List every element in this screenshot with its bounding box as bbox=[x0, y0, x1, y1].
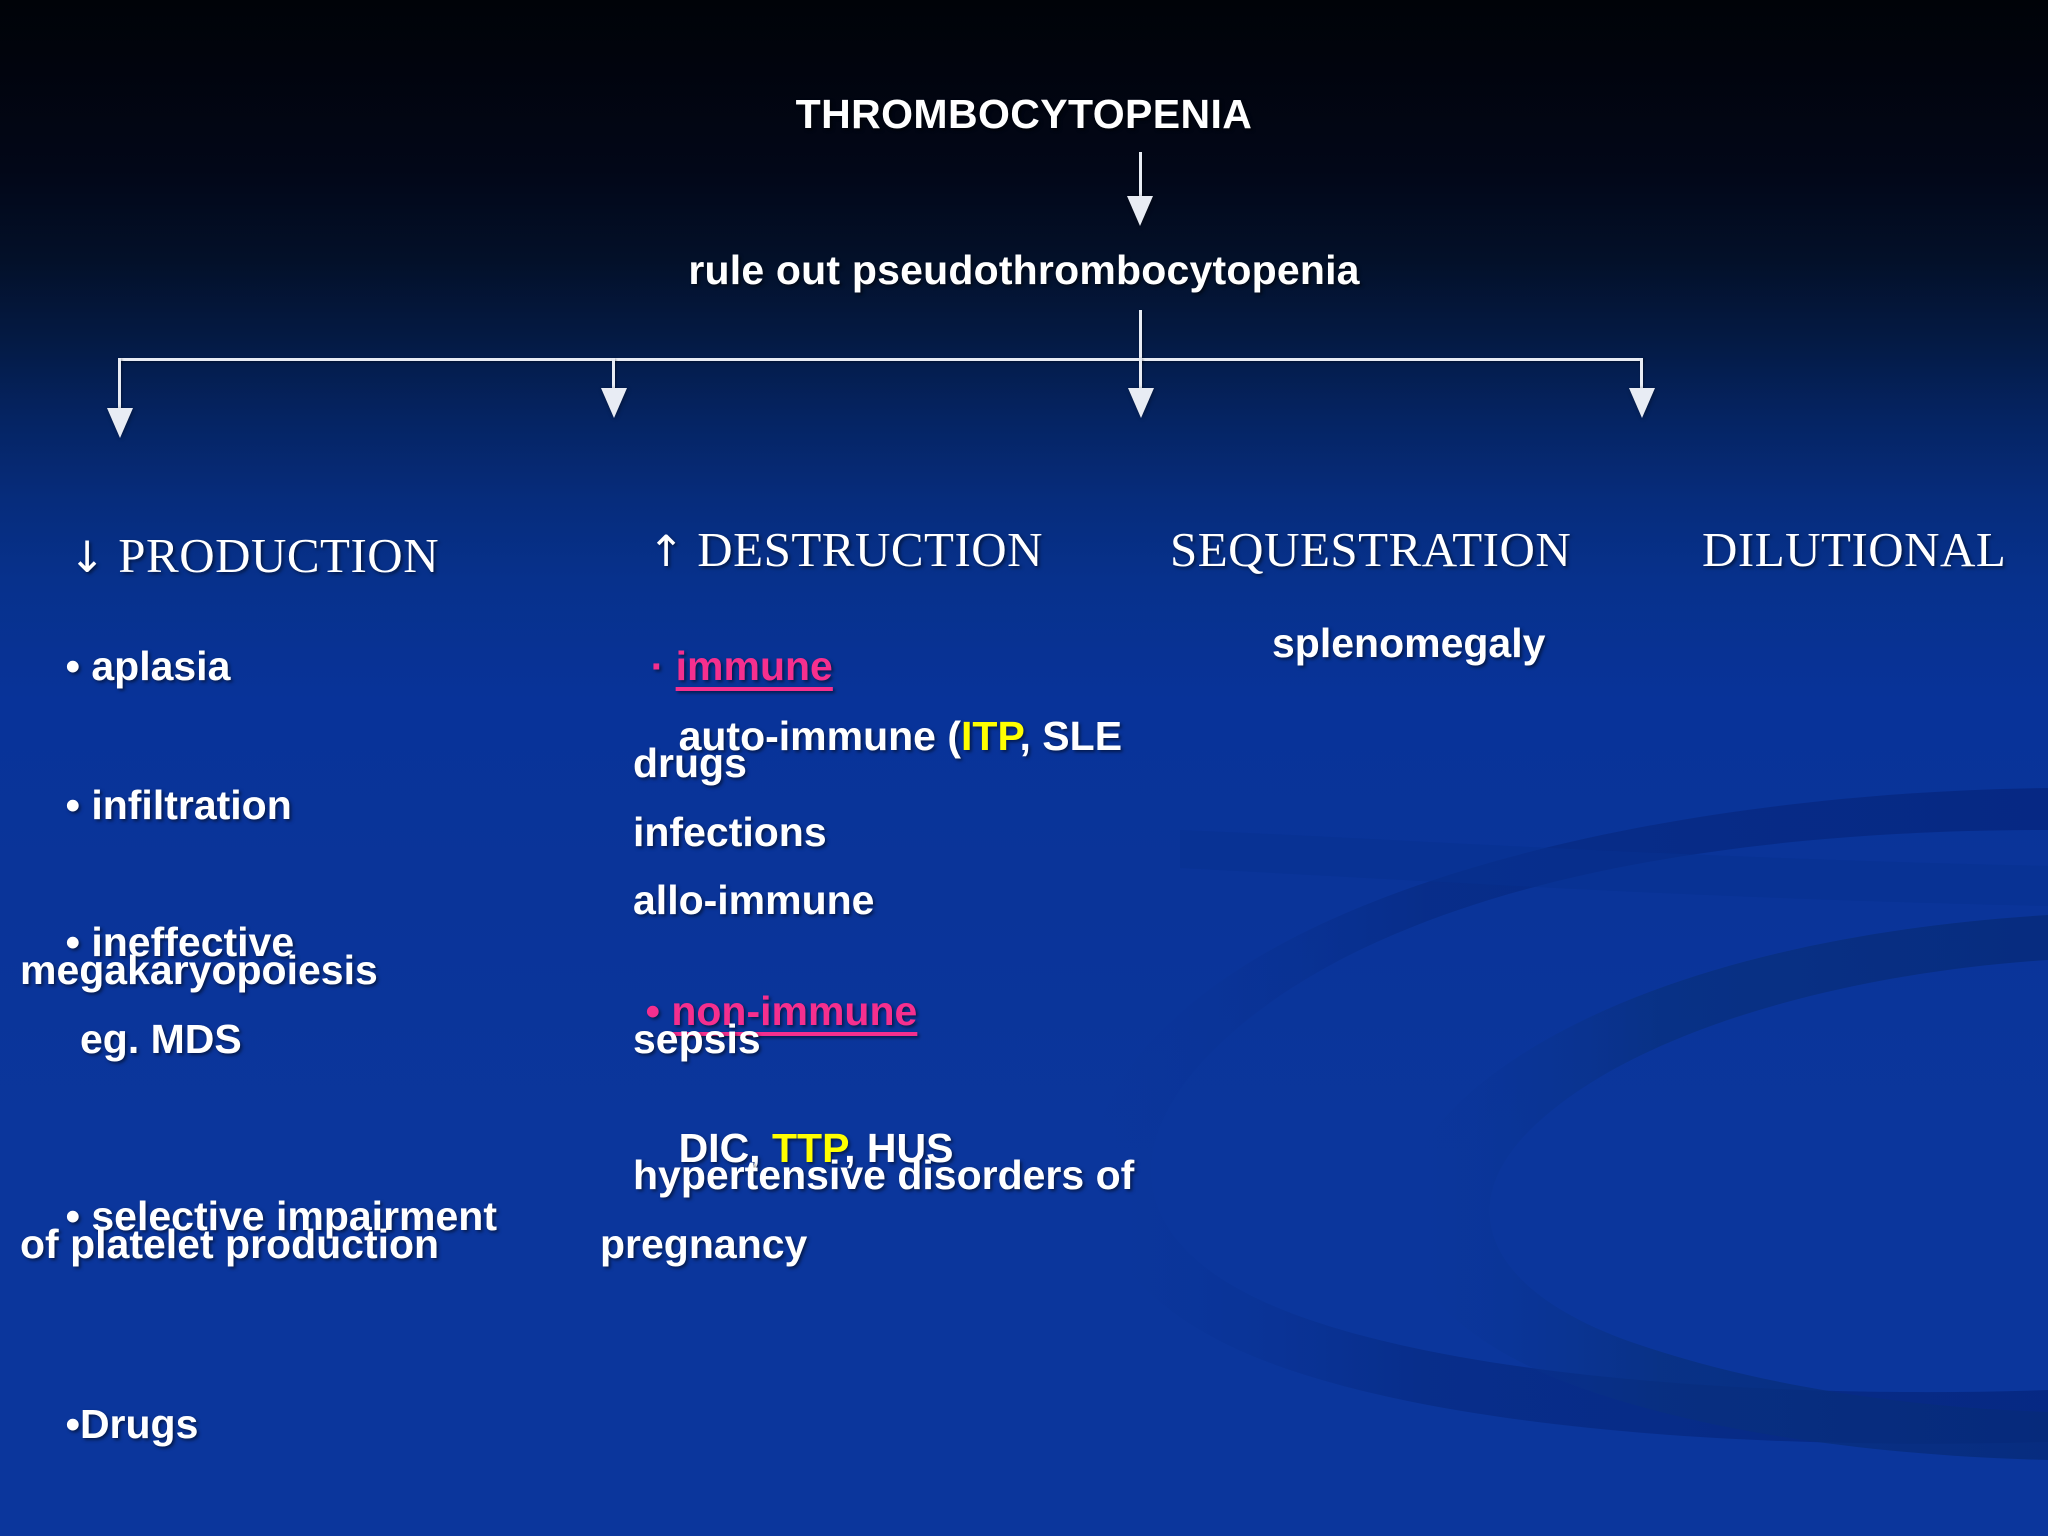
highlight-ttp: TTP bbox=[771, 1125, 845, 1171]
column-heading-destruction: ↑ DESTRUCTION bbox=[597, 476, 1043, 623]
sub-item-text-post: , SLE bbox=[1019, 713, 1123, 759]
sub-item: DIC, TTP, HUS bbox=[633, 1087, 954, 1210]
up-arrow-icon: ↑ bbox=[648, 527, 685, 577]
list-item-continuation: megakaryopoiesis bbox=[20, 947, 378, 993]
sub-item: auto-immune (ITP, SLE bbox=[633, 675, 1122, 798]
bullet-icon: • bbox=[65, 643, 80, 689]
list-item-continuation: eg. MDS bbox=[80, 1016, 242, 1062]
arrowhead-title-to-subtitle bbox=[1127, 196, 1153, 226]
arrowhead-branch-sequestration bbox=[1128, 388, 1154, 418]
group-header-immune-label: immune bbox=[675, 643, 833, 689]
group-header-immune: · immune bbox=[605, 605, 833, 728]
column-heading-sequestration-label: SEQUESTRATION bbox=[1170, 522, 1572, 577]
sub-item: infections bbox=[633, 809, 827, 855]
list-item-label: infiltration bbox=[91, 782, 292, 828]
column-heading-production: ↓ PRODUCTION bbox=[18, 482, 439, 629]
list-item-label: ineffective bbox=[91, 919, 295, 965]
list-item: • aplasia bbox=[20, 605, 231, 728]
column-heading-production-label: PRODUCTION bbox=[118, 528, 440, 583]
column-heading-dilutional-label: DILUTIONAL bbox=[1702, 522, 2007, 577]
list-item-continuation: of platelet production bbox=[20, 1221, 440, 1267]
arrowhead-branch-dilutional bbox=[1629, 388, 1655, 418]
group-header-non-immune-label: non-immune bbox=[671, 988, 918, 1034]
column-heading-dilutional: DILUTIONAL bbox=[1651, 476, 2006, 623]
slide-subtitle: rule out pseudothrombocytopenia bbox=[688, 247, 1360, 293]
connector-subtitle-stem bbox=[1139, 310, 1142, 362]
list-item: • selective impairment bbox=[20, 1155, 497, 1278]
sub-item: allo-immune bbox=[633, 877, 875, 923]
sub-item-text-pre: auto-immune ( bbox=[678, 713, 962, 759]
connector-branch-dilutional bbox=[1640, 358, 1643, 406]
arrowhead-branch-destruction bbox=[601, 388, 627, 418]
down-arrow-icon: ↓ bbox=[69, 533, 106, 583]
connector-title-to-subtitle bbox=[1139, 152, 1142, 210]
connector-horizontal-bar bbox=[118, 358, 1643, 361]
connector-branch-sequestration bbox=[1139, 358, 1142, 406]
sub-item: sepsis bbox=[633, 1016, 761, 1062]
column-heading-sequestration: SEQUESTRATION bbox=[1119, 476, 1571, 623]
sub-item: pregnancy bbox=[600, 1221, 808, 1267]
slide-title: THROMBOCYTOPENIA bbox=[795, 91, 1253, 137]
bullet-icon: • bbox=[645, 988, 660, 1034]
connector-branch-destruction bbox=[612, 358, 615, 406]
bullet-icon: · bbox=[650, 643, 665, 689]
list-item: splenomegaly bbox=[1272, 620, 1546, 666]
sub-item: hypertensive disorders of bbox=[633, 1152, 1135, 1198]
arrowhead-branch-production bbox=[107, 408, 133, 438]
highlight-itp: ITP bbox=[961, 713, 1020, 759]
bullet-icon: • bbox=[65, 919, 80, 965]
bullet-icon: • bbox=[65, 1193, 80, 1239]
sub-item: drugs bbox=[633, 740, 747, 786]
list-item-label: selective impairment bbox=[91, 1193, 497, 1239]
list-item: •Drugs bbox=[20, 1363, 199, 1486]
column-heading-destruction-label: DESTRUCTION bbox=[697, 522, 1044, 577]
list-item: • infiltration bbox=[20, 744, 292, 867]
connector-branch-production bbox=[118, 358, 121, 426]
list-item: • ineffective bbox=[20, 881, 295, 1004]
sub-item-text-pre: DIC, bbox=[678, 1125, 772, 1171]
list-item-label: aplasia bbox=[91, 643, 231, 689]
list-item-label: Drugs bbox=[79, 1401, 199, 1447]
bullet-icon: • bbox=[65, 782, 80, 828]
bullet-icon: • bbox=[65, 1401, 80, 1447]
group-header-non-immune: • non-immune bbox=[600, 950, 918, 1073]
sub-item-text-post: , HUS bbox=[844, 1125, 954, 1171]
